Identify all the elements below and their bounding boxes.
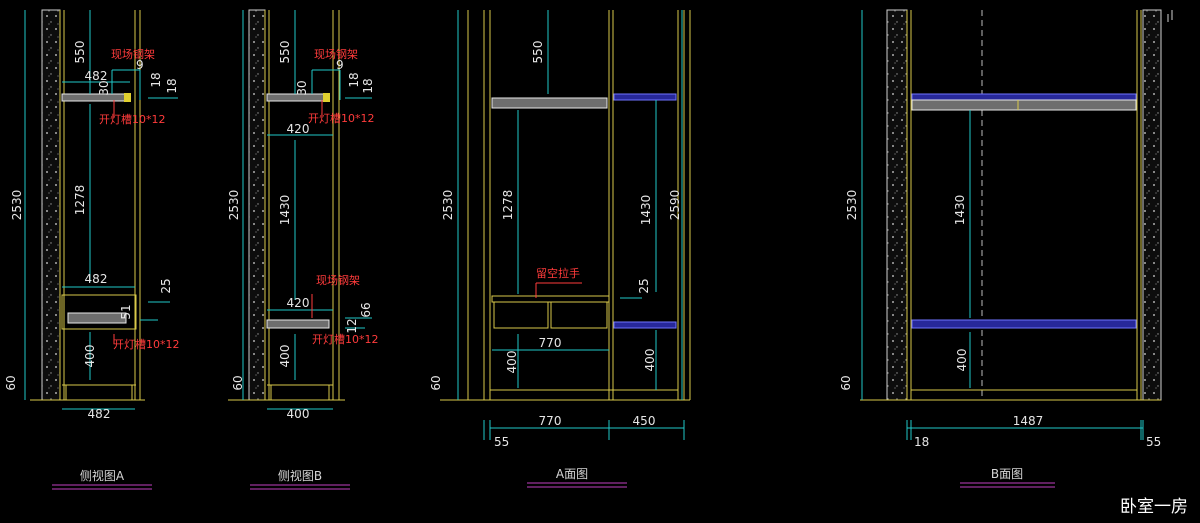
drawer-right — [550, 301, 608, 329]
view-caption: 侧视图B — [278, 468, 322, 483]
dim-25: 25 — [159, 278, 173, 293]
dim-left-low: 400 — [505, 351, 519, 374]
dim-66: 66 — [359, 302, 373, 317]
view-caption: 侧视图A — [80, 468, 125, 483]
dim-9: 9 — [336, 58, 344, 72]
dim-mid-height: 1430 — [278, 195, 292, 226]
dim-bottom-width: 400 — [287, 407, 310, 421]
light-slot-marker — [323, 93, 330, 102]
note-steel-frame: 现场钢架 — [111, 47, 155, 61]
note-light-slot-top: 开灯槽10*12 — [99, 113, 166, 126]
dim-base: 60 — [839, 375, 853, 390]
dim-right-low: 400 — [643, 349, 657, 372]
lower-rod — [911, 319, 1137, 329]
dim-low-height: 400 — [83, 345, 97, 368]
dim-total-height: 2530 — [10, 190, 24, 221]
dim-base: 60 — [4, 375, 18, 390]
right-rod — [613, 93, 677, 101]
dim-top-height: 550 — [73, 41, 87, 64]
dim-18-b: 18 — [361, 78, 375, 93]
right-wall-section — [1142, 9, 1162, 401]
dim-top-height: 550 — [531, 41, 545, 64]
note-light-slot-bottom: 开灯槽10*12 — [312, 333, 379, 346]
dim-total-height: 2530 — [441, 190, 455, 221]
left-wall-section — [886, 9, 908, 401]
dim-bottom-left: 770 — [539, 414, 562, 428]
dim-left-mid: 1278 — [501, 190, 515, 221]
dim-top-height: 550 — [278, 41, 292, 64]
wall-section — [41, 9, 61, 401]
view-caption: B面图 — [991, 467, 1023, 481]
note-light-slot-top: 开灯槽10*12 — [308, 112, 375, 125]
left-rod-shelf — [491, 97, 608, 109]
dim-12: 12 — [345, 318, 359, 333]
drawer-top — [491, 295, 610, 303]
dim-18-b: 18 — [165, 78, 179, 93]
dim-mid-height: 1278 — [73, 185, 87, 216]
dim-upper-width: 420 — [287, 122, 310, 136]
upper-rod — [911, 93, 1137, 101]
dim-30: 30 — [97, 80, 111, 95]
dim-top-width: 482 — [85, 69, 108, 83]
dim-inner-width: 770 — [539, 336, 562, 350]
note-steel-frame-top: 现场钢架 — [314, 47, 358, 61]
lower-shelf-section — [266, 319, 330, 329]
note-steel-frame-bottom: 现场钢架 — [316, 273, 360, 287]
upper-rod-shelf — [911, 99, 1137, 111]
dim-low-height: 400 — [278, 345, 292, 368]
dim-mid-height: 1430 — [953, 195, 967, 226]
dim-base: 60 — [231, 375, 245, 390]
dim-lower-width: 420 — [287, 296, 310, 310]
dim-edge: 55 — [494, 435, 509, 449]
side-view-a: 550 482 9 30 18 18 1278 482 25 51 400 25… — [4, 9, 180, 490]
light-slot-marker — [124, 93, 131, 102]
top-shelf-section — [61, 93, 129, 102]
drawer-left — [493, 301, 549, 329]
dim-bottom-width: 482 — [88, 407, 111, 421]
wall-section — [248, 9, 266, 401]
dim-51: 51 — [119, 304, 133, 319]
view-caption: A面图 — [556, 467, 588, 481]
elevation-b: 1430 2530 400 60 1487 18 55 B面图 — [839, 9, 1162, 488]
drawer-section — [61, 294, 137, 330]
dim-18-a: 18 — [347, 72, 361, 87]
dim-low-height: 400 — [955, 349, 969, 372]
corner-marks — [1167, 10, 1173, 22]
dim-right-mid: 1430 — [639, 195, 653, 226]
dim-bottom-right: 450 — [633, 414, 656, 428]
side-view-b: 550 9 30 18 18 420 1430 420 66 12 400 25… — [227, 9, 379, 490]
dim-18-a: 18 — [149, 72, 163, 87]
dim-9: 9 — [136, 58, 144, 72]
dim-right-total: 2590 — [668, 190, 682, 221]
note-handle: 留空拉手 — [536, 266, 580, 280]
dim-total-height: 2530 — [227, 190, 241, 221]
note-light-slot-bottom: 开灯槽10*12 — [113, 338, 180, 351]
right-lower-rod — [613, 321, 677, 329]
dim-width: 1487 — [1013, 414, 1044, 428]
dim-25: 25 — [637, 278, 651, 293]
dim-base: 60 — [429, 375, 443, 390]
dim-total-height: 2530 — [845, 190, 859, 221]
dim-edge-right: 55 — [1146, 435, 1161, 449]
elevation-a: 550 1278 1430 2530 2590 25 770 400 400 6… — [429, 10, 691, 488]
dim-edge-left: 18 — [914, 435, 929, 449]
drawing-title: 卧室一房 — [1120, 497, 1188, 517]
dim-mid-width: 482 — [85, 272, 108, 286]
dim-30: 30 — [295, 80, 309, 95]
